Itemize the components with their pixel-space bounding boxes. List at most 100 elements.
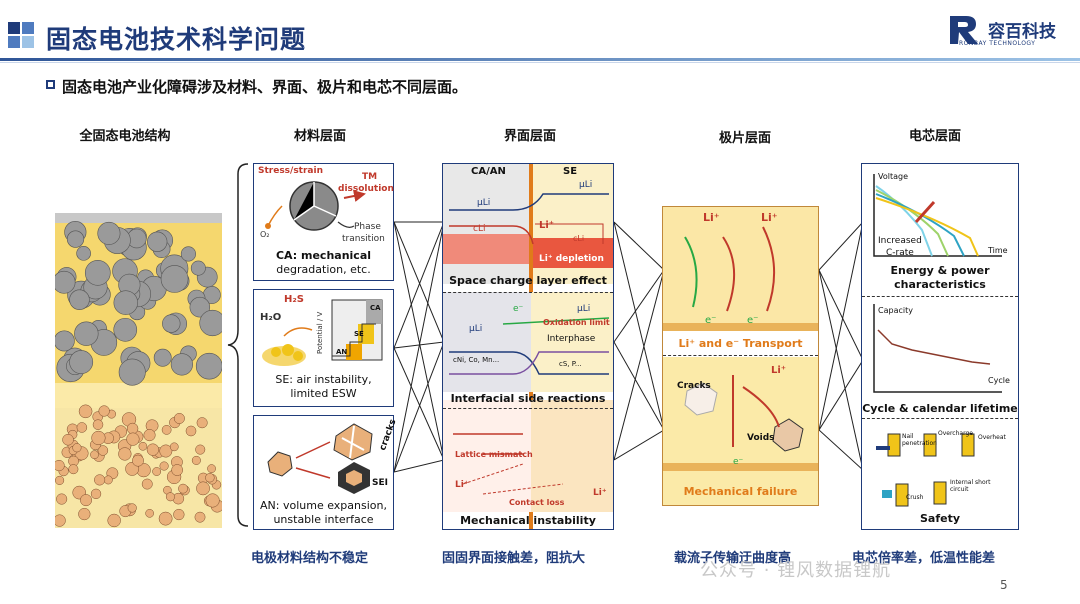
cathode-particle — [113, 317, 138, 342]
cathode-particle — [195, 352, 223, 380]
tag-ca: CA — [370, 304, 381, 312]
anode-particle — [146, 443, 159, 456]
cathode-particle — [97, 221, 121, 245]
material-panel-se: H₂S H₂O Potential / V CA SE AN SE: air i… — [253, 289, 394, 407]
label-li-plus-3: Li⁺ — [593, 488, 607, 498]
electrode-panel: Li⁺ Li⁺ e⁻ e⁻ Li⁺ and e⁻ Transport Crack… — [662, 206, 819, 506]
label-potential: Potential / V — [316, 311, 324, 354]
cathode-particle — [52, 270, 76, 294]
cathode-particle — [113, 290, 138, 315]
anode-particle — [207, 464, 216, 473]
company-logo-icon — [946, 12, 982, 46]
label-cycle: Cycle — [988, 376, 1010, 385]
cathode-particle — [160, 265, 189, 293]
cathode-particle — [53, 330, 75, 352]
anode-particle — [56, 493, 68, 505]
label-o2: O₂ — [260, 230, 270, 239]
anode-particle — [94, 474, 106, 486]
label-stress: Stress/strain — [258, 166, 323, 176]
label-li-plus-1: Li⁺ — [539, 220, 555, 231]
anode-particle — [76, 422, 88, 433]
label-ca-mech: CA: mechanical — [254, 249, 393, 263]
cathode-particle — [190, 260, 206, 276]
anode-particle — [118, 447, 132, 461]
label-short: Internal short circuit — [950, 479, 991, 493]
label-e-minus-e1: e⁻ — [705, 315, 717, 326]
ca-title: CA: mechanical — [275, 249, 372, 262]
company-logo-name: 容百科技 — [988, 22, 1056, 42]
label-transport: Li⁺ and e⁻ Transport — [678, 337, 803, 350]
anode-particle — [126, 422, 139, 435]
connector-lines-middle — [613, 160, 665, 530]
divider-interface-2 — [443, 408, 613, 409]
label-contact-loss: Contact loss — [509, 498, 565, 507]
label-overcharge: Overcharge — [938, 430, 973, 437]
label-voids: Voids — [747, 433, 775, 443]
anode-particle — [68, 464, 79, 475]
anode-particle — [53, 459, 65, 472]
label-an-volume: AN: volume expansion, — [260, 499, 387, 512]
anode-particle — [90, 450, 99, 460]
label-c-ni: cNi, Co, Mn... — [453, 356, 500, 364]
label-li-plus-2: Li⁺ — [455, 480, 469, 490]
anode-particle — [205, 493, 220, 508]
brace-connector — [226, 160, 256, 530]
anode-particle — [78, 404, 93, 419]
connector-lines-left — [393, 160, 445, 530]
connector-lines-right — [818, 160, 864, 530]
anode-particle — [92, 419, 104, 430]
cathode-particle — [66, 230, 85, 248]
label-mu-li-3: μLi — [469, 324, 483, 334]
anode-particle — [194, 511, 206, 523]
caption-interface: 固固界面接触差，阻抗大 — [442, 551, 586, 566]
material-panel-an: cracks SEI AN: volume expansion, unstabl… — [253, 415, 399, 530]
caption-electrode: 载流子传输迂曲度高 — [674, 551, 792, 566]
anode-particle — [80, 494, 93, 507]
anode-particle — [62, 434, 74, 446]
anode-particle — [78, 507, 91, 521]
cathode-particle — [180, 246, 196, 262]
cathode-particle — [189, 296, 211, 318]
caption-material: 电极材料结构不稳定 — [251, 551, 369, 566]
label-increased: Increased — [878, 236, 922, 246]
material-panel-ca: Stress/strain TM dissolution O₂ Phase tr… — [253, 163, 394, 281]
col-heading-interface: 界面层面 — [503, 129, 556, 144]
cathode-particle — [76, 246, 91, 261]
anode-particle — [103, 475, 113, 485]
label-ca-degradation: degradation, etc. — [276, 263, 371, 276]
divider-interface-1 — [443, 292, 613, 293]
header-divider — [0, 58, 1080, 61]
cathode-particle — [84, 259, 111, 286]
label-oxidation: Oxidation limit — [543, 318, 610, 327]
col-heading-structure: 全固态电池结构 — [79, 129, 171, 144]
label-interphase: Interphase — [547, 334, 596, 344]
divider-cell-1 — [862, 296, 1018, 297]
battery-structure-diagram — [52, 212, 226, 529]
cathode-particle — [69, 289, 90, 310]
label-mu-li-2: μLi — [477, 198, 491, 208]
anode-particle — [90, 488, 102, 500]
bullet-square-icon — [46, 80, 55, 89]
label-transition: transition — [342, 234, 385, 244]
anode-particle — [98, 405, 110, 417]
cathode-particle — [199, 309, 226, 337]
page-title: 固态电池技术科学问题 — [46, 25, 307, 54]
label-e-minus-1: e⁻ — [513, 304, 524, 314]
anode-particle — [126, 432, 140, 446]
anode-particle — [107, 513, 121, 528]
label-phase: Phase — [354, 222, 381, 232]
anode-particle — [205, 473, 215, 483]
anode-particle — [132, 454, 144, 467]
anode-particle — [91, 430, 106, 446]
anode-particle — [158, 511, 173, 526]
anode-particle — [97, 445, 109, 456]
cathode-particle — [147, 231, 168, 252]
anode-particle — [196, 481, 210, 496]
label-mu-li-1: μLi — [579, 180, 593, 190]
tag-an: AN — [336, 348, 348, 356]
label-mech-instability: Mechanical instability — [460, 514, 596, 527]
label-cracks-e: Cracks — [677, 381, 711, 391]
anode-particle — [141, 478, 153, 490]
label-se-esw: limited ESW — [290, 387, 357, 400]
label-time: Time — [988, 246, 1008, 255]
